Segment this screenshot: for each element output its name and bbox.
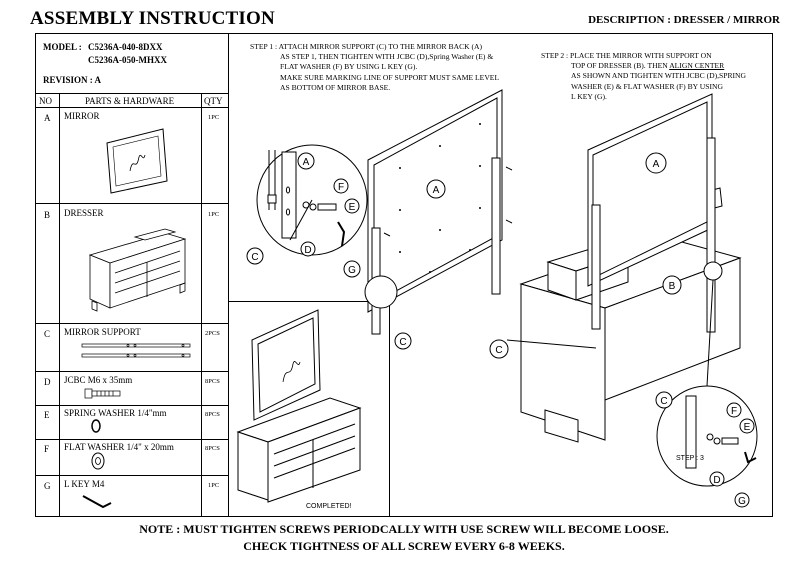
- header-no: NO: [39, 96, 52, 106]
- revision: REVISION : A: [43, 75, 102, 85]
- l-key-thumbnail: [82, 495, 112, 509]
- row-e-qty: 8PCS: [205, 411, 220, 418]
- callout-c-step3: C: [660, 396, 667, 407]
- callout-a-mirror: A: [433, 185, 440, 196]
- mirror-thumbnail: [106, 128, 168, 194]
- dresser-thumbnail: [88, 228, 187, 312]
- callout-e-step3: E: [744, 422, 751, 433]
- row-b-name: DRESSER: [64, 208, 104, 218]
- model-number-2: C5236A-050-MHXX: [88, 55, 167, 65]
- row-g-qty: 1PC: [208, 482, 220, 489]
- row-c-qty: 2PCS: [205, 330, 220, 337]
- callout-e-step1: E: [349, 202, 356, 213]
- parts-illustrations: [81, 128, 191, 509]
- row-d-name: JCBC M6 x 35mm: [64, 375, 133, 385]
- callout-c-support: C: [399, 337, 406, 348]
- mirror-support-thumbnail: [81, 343, 191, 358]
- row-f-qty: 8PCS: [205, 445, 220, 452]
- callout-f-step1: F: [338, 182, 344, 193]
- row-g-no: G: [44, 481, 51, 491]
- step2-small-circle: [703, 261, 723, 281]
- row-e-name: SPRING WASHER 1/4"mm: [64, 408, 167, 418]
- support-step2-right: [706, 137, 716, 333]
- header-qty: QTY: [204, 96, 223, 106]
- completed-panel-top: [229, 301, 390, 302]
- callout-b-dresser: B: [669, 281, 676, 292]
- support-step2-left: [591, 204, 601, 330]
- row-c-name: MIRROR SUPPORT: [64, 327, 141, 337]
- row-e-no: E: [44, 410, 50, 420]
- row-d-qty: 8PCS: [205, 378, 220, 385]
- row-f-name: FLAT WASHER 1/4" x 20mm: [64, 442, 174, 452]
- detail-support-bar: [281, 151, 297, 239]
- callout-c-step2: C: [495, 345, 502, 356]
- instruction-frame: [35, 33, 773, 517]
- bolt-thumbnail: [84, 388, 121, 399]
- parts-panel: MODEL : C5236A-040-8DXX C5236A-050-MHXX …: [35, 33, 229, 517]
- row-a-name: MIRROR: [64, 111, 100, 121]
- header-parts: PARTS & HARDWARE: [85, 96, 175, 106]
- product-description: DESCRIPTION : DRESSER / MIRROR: [588, 14, 780, 26]
- callout-d-step1: D: [304, 245, 311, 256]
- callout-c-step1: C: [251, 252, 258, 263]
- model-label: MODEL :: [43, 42, 82, 52]
- spring-washer-thumbnail: [91, 419, 101, 433]
- step1-small-circle: [364, 275, 398, 309]
- model-number-1: C5236A-040-8DXX: [88, 42, 163, 52]
- callout-g-step3: G: [738, 496, 746, 507]
- completed-panel-right: [389, 301, 390, 517]
- row-d-no: D: [44, 377, 51, 387]
- support-right: [491, 157, 501, 295]
- callout-d-step3: D: [713, 475, 720, 486]
- step1-instructions: STEP 1 : ATTACH MIRROR SUPPORT (C) TO TH…: [250, 42, 500, 92]
- callout-g-step1: G: [348, 265, 356, 276]
- row-f-no: F: [44, 444, 50, 454]
- row-a-no: A: [44, 113, 51, 123]
- row-b-no: B: [44, 210, 51, 220]
- row-b-qty: 1PC: [208, 211, 220, 218]
- row-g-name: L KEY M4: [64, 479, 105, 489]
- step3-label: STEP : 3: [676, 455, 704, 462]
- page-title: ASSEMBLY INSTRUCTION: [30, 8, 275, 29]
- callout-a-step1: A: [303, 157, 310, 168]
- callout-f-step3: F: [731, 406, 737, 417]
- row-c-no: C: [44, 329, 51, 339]
- callout-a-step2: A: [653, 159, 660, 170]
- maintenance-note: NOTE : MUST TIGHTEN SCREWS PERIODCALLY W…: [139, 522, 669, 553]
- step2-instructions: STEP 2 : PLACE THE MIRROR WITH SUPPORT O…: [541, 51, 747, 101]
- completed-label: COMPLETED!: [306, 503, 352, 510]
- row-a-qty: 1PC: [208, 114, 220, 121]
- flat-washer-thumbnail: [91, 452, 105, 470]
